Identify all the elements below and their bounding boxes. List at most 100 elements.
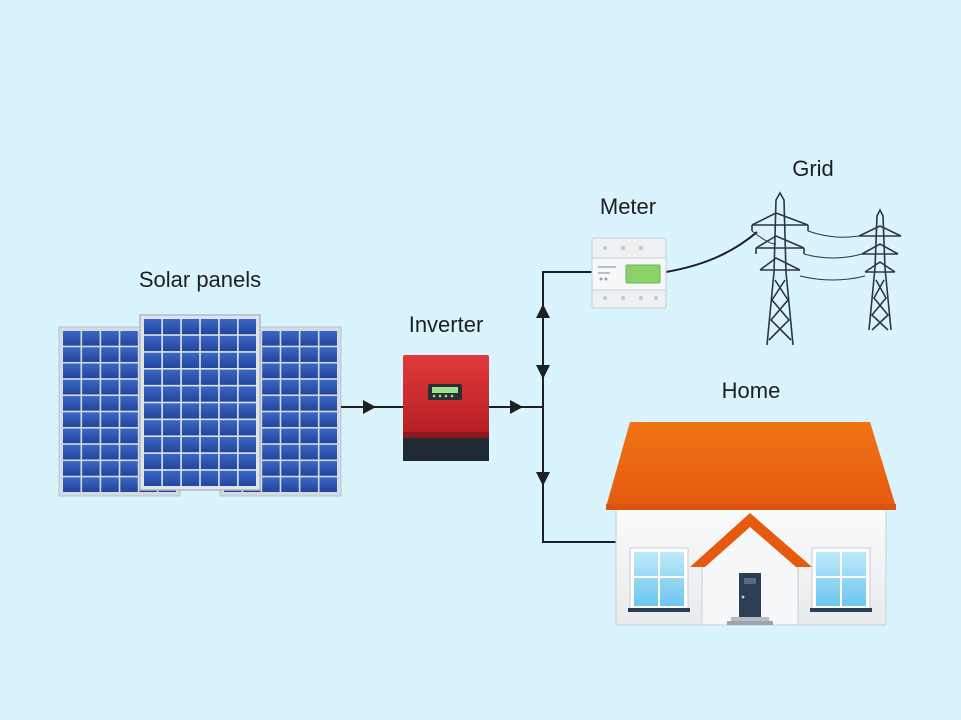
solar-cell <box>181 437 200 453</box>
inverter-label: Inverter <box>409 312 484 337</box>
solar-cell <box>238 386 256 402</box>
meter-display <box>625 264 661 284</box>
solar-cell <box>200 403 219 419</box>
solar-cell <box>200 470 219 486</box>
solar-cell <box>120 412 138 427</box>
solar-cell <box>82 363 100 379</box>
solar-cell <box>101 412 119 427</box>
solar-cell <box>144 319 162 335</box>
solar-cell <box>181 386 200 402</box>
solar-cell <box>300 461 318 476</box>
solar-cell <box>162 403 181 419</box>
solar-cell <box>120 428 138 444</box>
solar-cell <box>238 335 256 352</box>
solar-cell <box>262 428 280 444</box>
solar-cell <box>63 477 81 492</box>
solar-cell <box>120 347 138 362</box>
solar-panels-label: Solar panels <box>139 267 261 292</box>
solar-cell <box>82 461 100 476</box>
solar-cell <box>319 331 337 346</box>
solar-cell <box>181 420 200 436</box>
solar-cell <box>63 347 81 362</box>
solar-cell <box>181 453 200 470</box>
solar-cell <box>120 461 138 476</box>
solar-cell <box>144 470 162 486</box>
solar-cell <box>181 319 200 335</box>
solar-cell <box>101 477 119 492</box>
solar-cell <box>262 444 280 460</box>
solar-cell <box>281 347 299 362</box>
solar-cell <box>238 437 256 453</box>
solar-cell <box>144 335 162 352</box>
solar-cell <box>63 379 81 395</box>
solar-cell <box>101 396 119 411</box>
solar-cell <box>82 412 100 427</box>
solar-cell <box>262 379 280 395</box>
solar-cell <box>144 352 162 368</box>
solar-cell <box>262 477 280 492</box>
solar-cell <box>238 420 256 436</box>
solar-cell <box>120 331 138 346</box>
solar-cell <box>144 403 162 419</box>
solar-cell <box>219 319 238 335</box>
arrow-up-to-meter <box>536 304 550 318</box>
solar-cell <box>219 453 238 470</box>
solar-cell <box>262 396 280 411</box>
solar-cell <box>181 335 200 352</box>
solar-cell <box>63 428 81 444</box>
solar-cell <box>200 369 219 385</box>
solar-cell <box>162 470 181 486</box>
solar-cell <box>219 369 238 385</box>
solar-cell <box>319 396 337 411</box>
solar-cell <box>144 453 162 470</box>
solar-cell <box>63 363 81 379</box>
solar-cell <box>319 412 337 427</box>
solar-cell <box>181 369 200 385</box>
solar-cell <box>219 352 238 368</box>
solar-cell <box>181 470 200 486</box>
solar-cell <box>181 352 200 368</box>
solar-cell <box>162 369 181 385</box>
solar-cell <box>300 396 318 411</box>
door <box>727 573 773 625</box>
solar-cell <box>82 396 100 411</box>
solar-cell <box>281 331 299 346</box>
solar-cell <box>319 477 337 492</box>
solar-cell <box>200 453 219 470</box>
solar-cell <box>300 347 318 362</box>
solar-cell <box>219 386 238 402</box>
solar-cell <box>300 428 318 444</box>
solar-cell <box>281 396 299 411</box>
solar-cell <box>300 444 318 460</box>
solar-cell <box>82 444 100 460</box>
solar-cell <box>281 363 299 379</box>
solar-cell <box>238 470 256 486</box>
solar-cell <box>238 369 256 385</box>
solar-cell <box>82 331 100 346</box>
house-icon <box>606 422 896 626</box>
solar-cell <box>300 477 318 492</box>
solar-cell <box>281 477 299 492</box>
solar-cell <box>120 363 138 379</box>
solar-cell <box>120 396 138 411</box>
solar-cell <box>319 461 337 476</box>
solar-cell <box>101 331 119 346</box>
solar-cell <box>120 477 138 492</box>
solar-cell <box>319 444 337 460</box>
solar-cell <box>238 403 256 419</box>
meter-label: Meter <box>600 194 656 219</box>
solar-cell <box>281 379 299 395</box>
solar-cell <box>82 477 100 492</box>
transmission-tower-icon <box>751 191 902 346</box>
solar-cell <box>101 347 119 362</box>
solar-cell <box>101 363 119 379</box>
solar-cell <box>162 437 181 453</box>
arrow-icon <box>363 304 550 486</box>
solar-cell <box>219 335 238 352</box>
solar-cell <box>262 363 280 379</box>
solar-cell <box>200 420 219 436</box>
solar-cell <box>162 335 181 352</box>
solar-panel-icon <box>58 314 342 497</box>
solar-cell <box>281 412 299 427</box>
solar-cell <box>319 379 337 395</box>
